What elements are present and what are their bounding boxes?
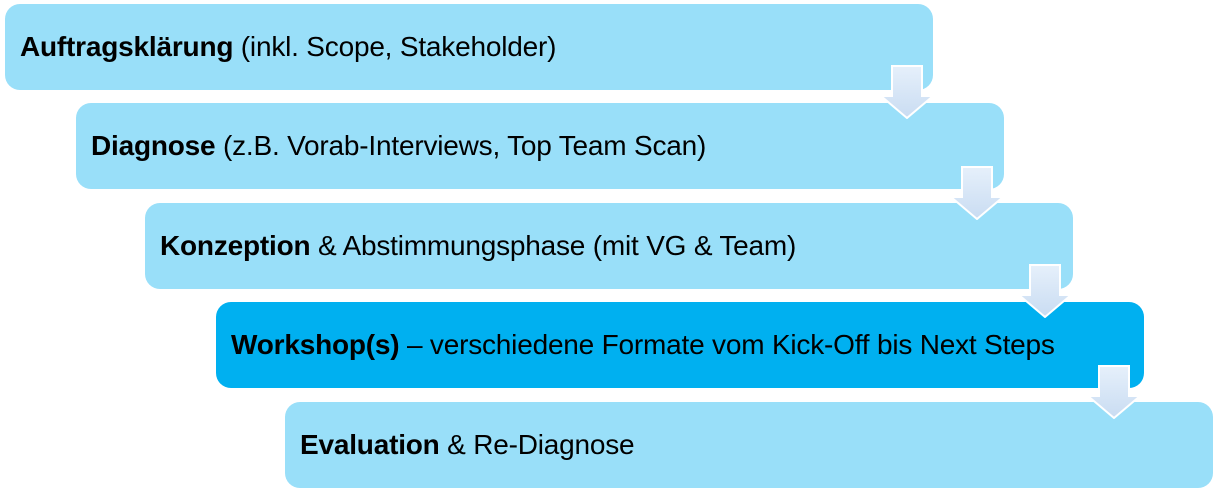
- step-detail: & Re-Diagnose: [447, 429, 635, 460]
- step-title: Auftragsklärung: [20, 31, 234, 62]
- arrow-down-icon: [949, 166, 1005, 220]
- step-title: Diagnose: [91, 130, 216, 161]
- step-detail: – verschiedene Formate vom Kick-Off bis …: [406, 329, 1055, 360]
- step-evaluation: Evaluation& Re-Diagnose: [285, 402, 1213, 488]
- step-detail: (z.B. Vorab-Interviews, Top Team Scan): [222, 130, 707, 161]
- step-auftragsklaerung: Auftragsklärung(inkl. Scope, Stakeholder…: [5, 4, 933, 90]
- step-konzeption: Konzeption& Abstimmungsphase (mit VG & T…: [145, 203, 1073, 289]
- step-detail: (inkl. Scope, Stakeholder): [240, 31, 557, 62]
- step-title: Evaluation: [300, 429, 440, 460]
- arrow-down-icon: [879, 65, 935, 119]
- step-detail: & Abstimmungsphase (mit VG & Team): [317, 230, 797, 261]
- step-title: Konzeption: [160, 230, 311, 261]
- step-workshops: Workshop(s)– verschiedene Formate vom Ki…: [216, 302, 1144, 388]
- arrow-down-icon: [1017, 264, 1073, 318]
- arrow-down-icon: [1086, 365, 1142, 419]
- step-diagnose: Diagnose(z.B. Vorab-Interviews, Top Team…: [76, 103, 1004, 189]
- step-title: Workshop(s): [231, 329, 400, 360]
